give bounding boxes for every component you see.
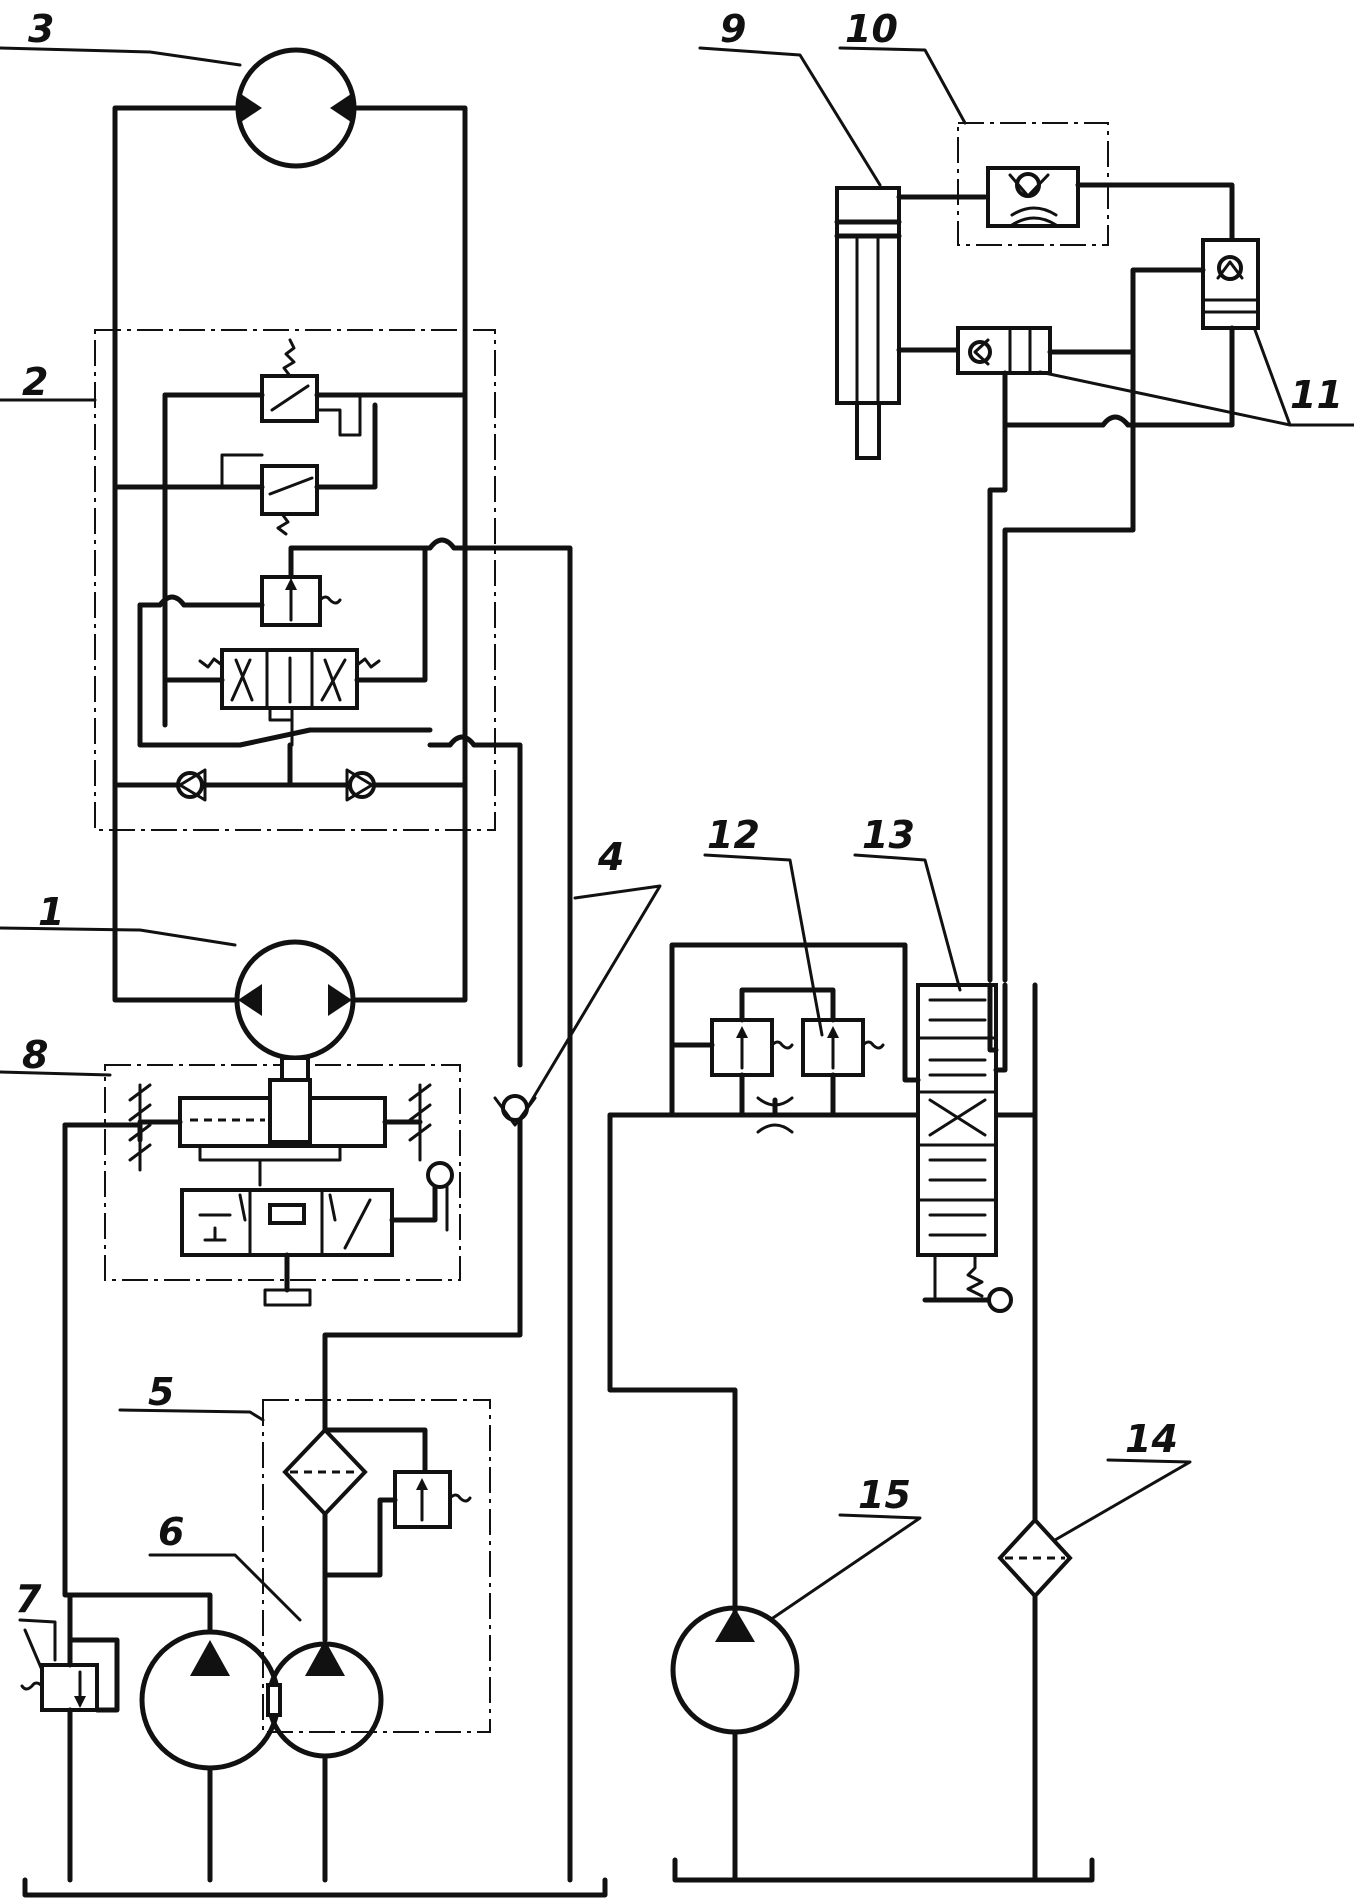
label-5: 5 bbox=[148, 1370, 174, 1414]
label-7: 7 bbox=[15, 1577, 42, 1621]
number-labels: 3 2 1 8 4 5 6 7 9 10 11 12 13 14 15 bbox=[15, 7, 1343, 1621]
hydro-motor-3 bbox=[235, 47, 357, 169]
label-8: 8 bbox=[22, 1033, 48, 1077]
boundary-control-unit-2 bbox=[94, 329, 496, 831]
label-10: 10 bbox=[845, 7, 898, 51]
relief-valve-7 bbox=[20, 1122, 120, 1883]
leader-lines bbox=[0, 46, 1354, 1672]
pilot-check-valve-b bbox=[1201, 238, 1260, 330]
valve-unit-10 bbox=[986, 166, 1235, 243]
servo-piston bbox=[268, 1078, 312, 1144]
directional-valve-13 bbox=[902, 972, 1013, 1313]
pump-1 bbox=[234, 939, 356, 1082]
label-9: 9 bbox=[720, 7, 746, 51]
hydro-cylinder-9 bbox=[834, 186, 988, 460]
label-1: 1 bbox=[38, 890, 64, 934]
label-3: 3 bbox=[28, 7, 54, 51]
check-valve-left bbox=[176, 771, 204, 799]
label-13: 13 bbox=[862, 813, 915, 857]
check-valve-right bbox=[348, 771, 376, 799]
label-12: 12 bbox=[707, 813, 760, 857]
tank-right bbox=[672, 1857, 1095, 1883]
pump-15 bbox=[670, 1605, 800, 1883]
pump-assembly-6 bbox=[67, 1592, 384, 1883]
label-6: 6 bbox=[158, 1510, 184, 1554]
label-2: 2 bbox=[22, 360, 48, 404]
tank-left bbox=[22, 1122, 608, 1898]
control-unit-2 bbox=[112, 338, 573, 1128]
label-14: 14 bbox=[1125, 1417, 1178, 1461]
label-11: 11 bbox=[1290, 373, 1343, 417]
filter-14 bbox=[997, 1517, 1073, 1883]
pressure-valves-12 bbox=[669, 987, 885, 1134]
label-15: 15 bbox=[858, 1473, 911, 1517]
pilot-check-valves-11 bbox=[956, 238, 1260, 983]
boundary-filter-unit-5 bbox=[262, 1399, 491, 1733]
relief-valve-lower bbox=[260, 464, 319, 516]
servo-unit-8 bbox=[62, 1078, 454, 1307]
label-4: 4 bbox=[597, 835, 624, 879]
filter-unit-5 bbox=[282, 1372, 472, 1643]
